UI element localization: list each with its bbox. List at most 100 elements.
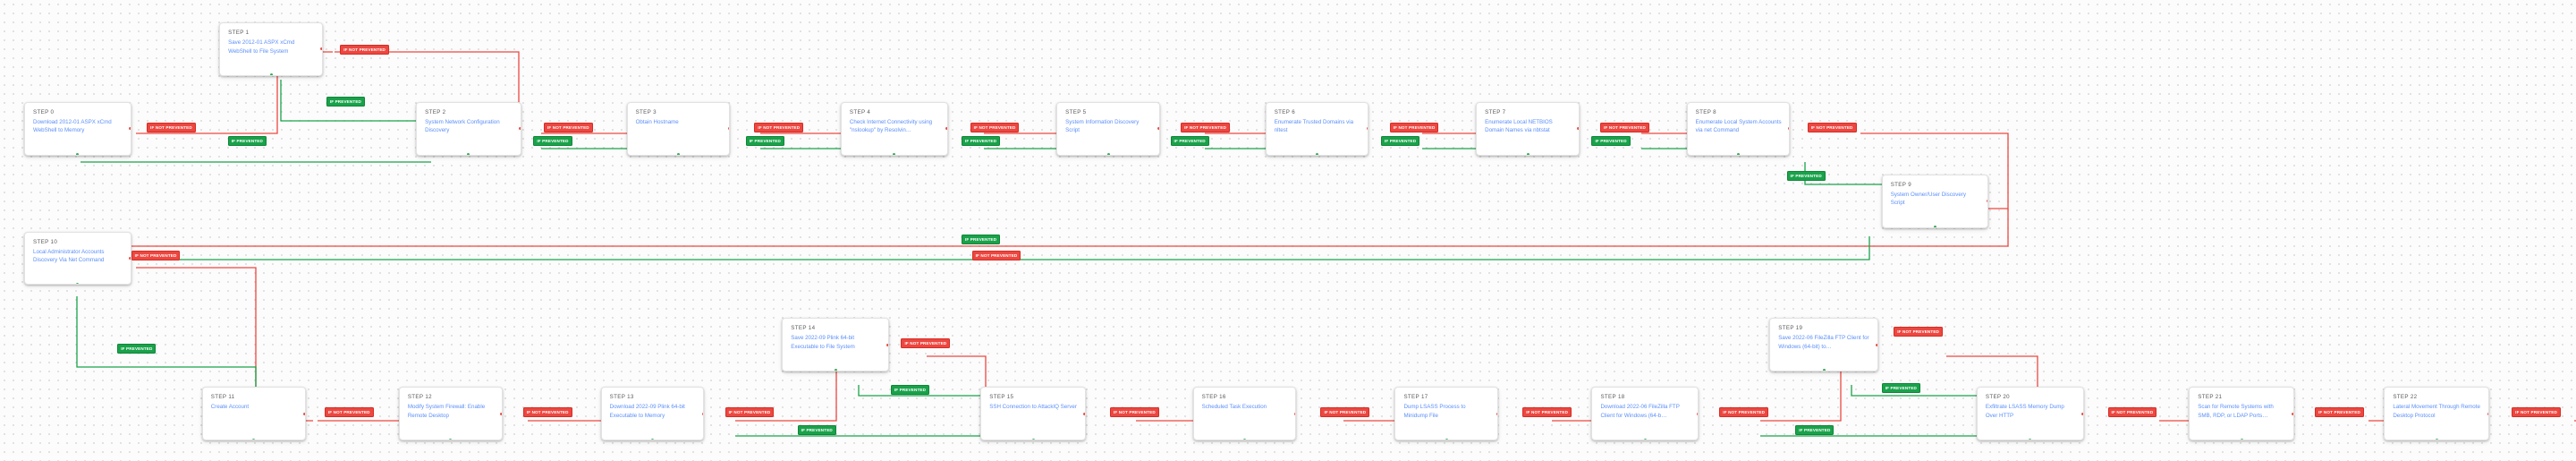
step-title: Scan for Remote Systems with SMB, RDP, o… bbox=[2198, 404, 2274, 419]
edge-label-notprevented: IF NOT PREVENTED bbox=[754, 123, 804, 133]
step-node-step19[interactable]: STEP 19 Save 2022-06 FileZilla FTP Client… bbox=[1769, 318, 1878, 371]
step-number: STEP 21 bbox=[2198, 394, 2223, 401]
step-node-step13[interactable]: STEP 13 Download 2022-09 Plink 64-bit Exe… bbox=[600, 387, 705, 441]
edge-label-prevented: IF PREVENTED bbox=[962, 235, 1001, 245]
prevented-anchor-dot-icon bbox=[252, 438, 256, 440]
not-prevented-anchor-dot-icon bbox=[2487, 412, 2489, 415]
step-number: STEP 10 bbox=[33, 238, 58, 245]
edge-label-notprevented: IF NOT PREVENTED bbox=[1320, 407, 1370, 418]
step-node-step11[interactable]: STEP 11 Create Account bbox=[201, 387, 306, 441]
edge-label-notprevented: IF NOT PREVENTED bbox=[1807, 123, 1857, 133]
prevented-anchor-dot-icon bbox=[676, 153, 680, 155]
edge-label-notprevented: IF NOT PREVENTED bbox=[970, 123, 1020, 133]
step-title: Save 2022-06 FileZilla FTP Client for Wi… bbox=[1778, 335, 1869, 350]
step-title: Obtain Hostname bbox=[635, 118, 679, 125]
step-number: STEP 8 bbox=[1695, 108, 1716, 115]
not-prevented-anchor-dot-icon bbox=[701, 412, 704, 415]
step-node-step21[interactable]: STEP 21 Scan for Remote Systems with SMB,… bbox=[2189, 387, 2294, 441]
edge-label-prevented: IF PREVENTED bbox=[797, 424, 836, 435]
edge-label-notprevented: IF NOT PREVENTED bbox=[1522, 407, 1572, 418]
prevented-anchor-dot-icon bbox=[893, 153, 896, 155]
step-title: Check Internet Connectivity using "nsloo… bbox=[849, 118, 933, 134]
edge-label-notprevented: IF NOT PREVENTED bbox=[2512, 407, 2561, 418]
prevented-anchor-dot-icon bbox=[1526, 153, 1530, 155]
step-number: STEP 11 bbox=[210, 394, 235, 401]
not-prevented-anchor-dot-icon bbox=[1496, 412, 1498, 415]
edge-step9-to-step10-not_prevented bbox=[124, 209, 2009, 265]
edge-label-notprevented: IF NOT PREVENTED bbox=[1894, 326, 1944, 337]
not-prevented-anchor-dot-icon bbox=[1696, 412, 1699, 415]
step-node-step12[interactable]: STEP 12 Modify System Firewall: Enable Re… bbox=[398, 387, 503, 441]
step-node-step7[interactable]: STEP 7 Enumerate Local NETBIOS Domain Nam… bbox=[1476, 101, 1580, 156]
prevented-anchor-dot-icon bbox=[1822, 369, 1826, 371]
edge-label-prevented: IF PREVENTED bbox=[1786, 171, 1826, 182]
step-title: Create Account bbox=[210, 404, 250, 411]
not-prevented-anchor-dot-icon bbox=[1157, 127, 1159, 131]
step-title: SSH Connection to AttackIQ Server bbox=[989, 404, 1077, 411]
step-title: Modify System Firewall: Enable Remote De… bbox=[407, 404, 486, 419]
not-prevented-anchor-dot-icon bbox=[519, 127, 521, 131]
step-title: System Information Discovery Script bbox=[1065, 118, 1140, 134]
not-prevented-anchor-dot-icon bbox=[1876, 343, 1877, 346]
edge-label-prevented: IF PREVENTED bbox=[1170, 136, 1209, 147]
prevented-anchor-dot-icon bbox=[834, 369, 837, 371]
step-number: STEP 13 bbox=[609, 394, 634, 401]
edge-label-notprevented: IF NOT PREVENTED bbox=[324, 407, 374, 418]
edge-label-prevented: IF PREVENTED bbox=[227, 136, 267, 147]
prevented-anchor-dot-icon bbox=[2240, 438, 2243, 440]
step-number: STEP 19 bbox=[1778, 325, 1803, 332]
not-prevented-anchor-dot-icon bbox=[945, 127, 947, 131]
not-prevented-anchor-dot-icon bbox=[727, 127, 730, 131]
step-number: STEP 5 bbox=[1065, 108, 1087, 115]
prevented-anchor-dot-icon bbox=[76, 282, 80, 285]
prevented-anchor-dot-icon bbox=[1243, 438, 1247, 440]
edge-label-prevented: IF PREVENTED bbox=[1795, 424, 1835, 435]
step-number: STEP 22 bbox=[2393, 394, 2418, 401]
step-number: STEP 6 bbox=[1274, 108, 1295, 115]
prevented-anchor-dot-icon bbox=[467, 153, 470, 155]
prevented-anchor-dot-icon bbox=[1316, 153, 1319, 155]
step-title: Save 2012-01 ASPX xCmd WebShell to File … bbox=[228, 39, 295, 55]
step-number: STEP 12 bbox=[407, 394, 432, 401]
step-title: Enumerate Local NETBIOS Domain Names via… bbox=[1485, 118, 1553, 134]
edge-label-notprevented: IF NOT PREVENTED bbox=[1181, 123, 1230, 133]
not-prevented-anchor-dot-icon bbox=[1787, 127, 1790, 131]
edge-label-notprevented: IF NOT PREVENTED bbox=[1389, 123, 1439, 133]
not-prevented-anchor-dot-icon bbox=[129, 127, 131, 131]
step-number: STEP 7 bbox=[1485, 108, 1506, 115]
step-number: STEP 18 bbox=[1600, 394, 1625, 401]
edge-label-notprevented: IF NOT PREVENTED bbox=[1719, 407, 1769, 418]
edge-label-notprevented: IF NOT PREVENTED bbox=[724, 407, 775, 418]
step-number: STEP 9 bbox=[1890, 181, 1911, 188]
step-number: STEP 0 bbox=[33, 108, 55, 115]
step-title: Download 2022-09 Plink 64-bit Executable… bbox=[609, 404, 685, 419]
not-prevented-anchor-dot-icon bbox=[320, 47, 322, 51]
prevented-anchor-dot-icon bbox=[1643, 438, 1647, 440]
edge-label-notprevented: IF NOT PREVENTED bbox=[901, 338, 951, 349]
edge-label-notprevented: IF NOT PREVENTED bbox=[1600, 123, 1649, 133]
not-prevented-anchor-dot-icon bbox=[2292, 412, 2293, 415]
step-node-step5[interactable]: STEP 5 System Information Discovery Scrip… bbox=[1056, 101, 1160, 156]
not-prevented-anchor-dot-icon bbox=[2081, 412, 2083, 415]
step-title: Dump LSASS Process to Minidump File bbox=[1403, 404, 1466, 419]
prevented-anchor-dot-icon bbox=[1445, 438, 1448, 440]
step-title: Download 2022-06 FileZilla FTP Client fo… bbox=[1600, 404, 1680, 419]
edge-label-notprevented: IF NOT PREVENTED bbox=[1109, 407, 1159, 418]
step-node-step18[interactable]: STEP 18 Download 2022-06 FileZilla FTP Cl… bbox=[1591, 387, 1699, 441]
